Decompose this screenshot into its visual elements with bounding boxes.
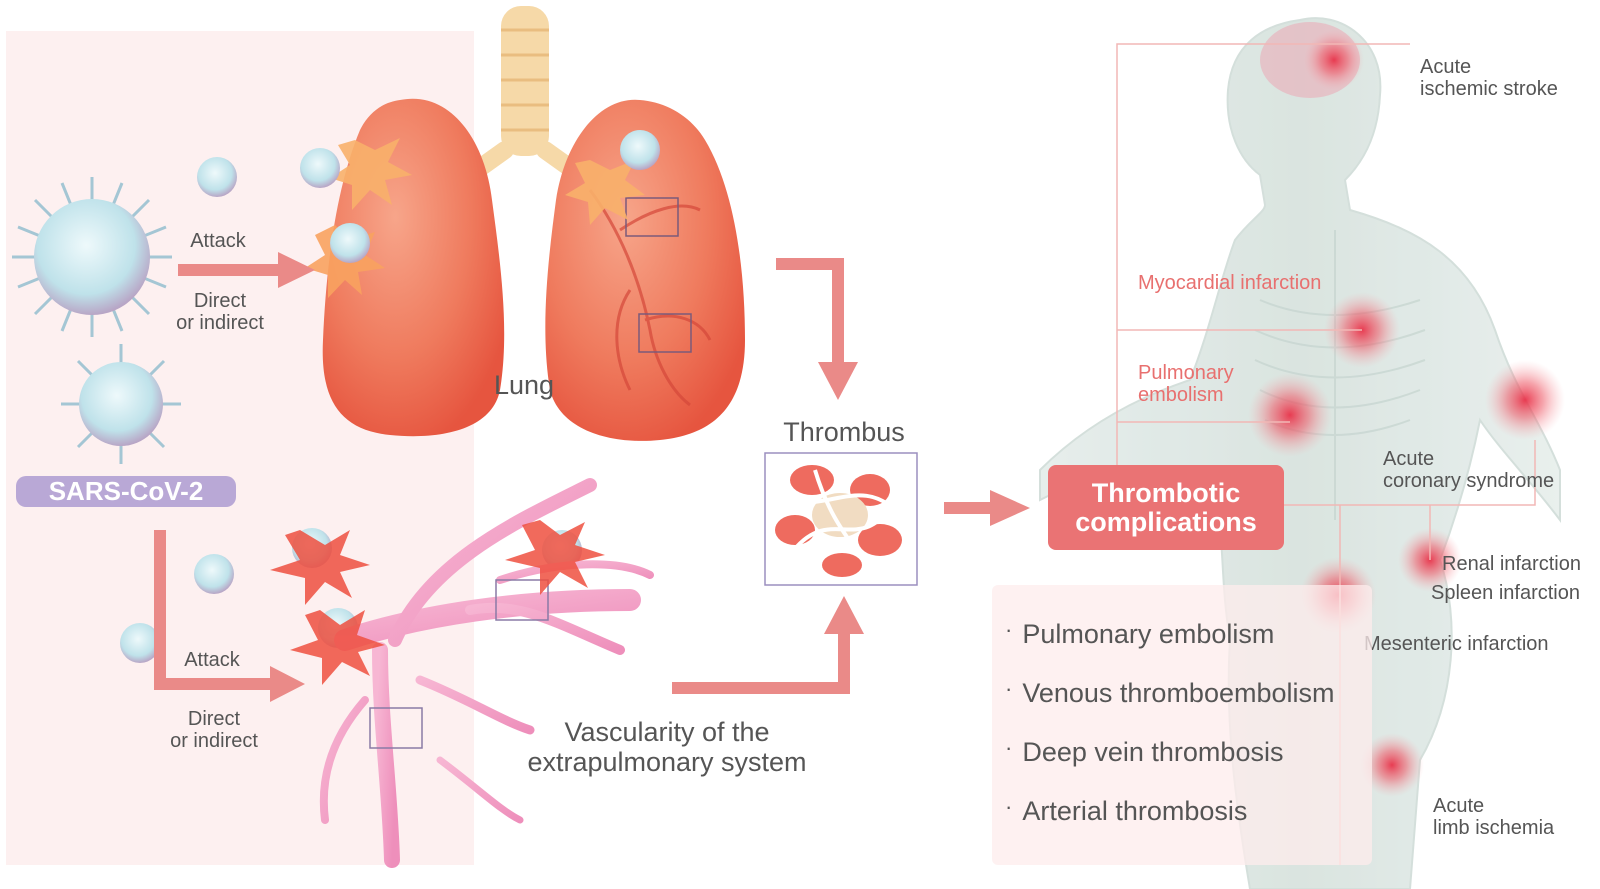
vessel-illustration	[319, 478, 654, 868]
label-myocardial-infarction: Myocardial infarction	[1138, 272, 1322, 294]
flow-arrows	[154, 252, 1030, 702]
attack-label-top: Attack	[190, 230, 246, 252]
list-item: ·Arterial thrombosis	[1005, 794, 1248, 826]
label-renal-infarction: Renal infarction	[1442, 553, 1581, 575]
thrombotic-complications-text: Thrombotic complications	[1075, 477, 1257, 537]
label-spleen-infarction: Spleen infarction	[1431, 582, 1580, 604]
label-acute-coronary-syndrome: Acute coronary syndrome	[1383, 448, 1555, 492]
direct-indirect-label-bottom: Direct or indirect	[170, 708, 258, 752]
label-acute-ischemic-stroke: Acute ischemic stroke	[1420, 56, 1558, 100]
thrombus-label: Thrombus	[783, 417, 905, 447]
label-mesenteric-infarction: Mesenteric infarction	[1364, 633, 1549, 655]
list-item: ·Venous thromboembolism	[1005, 676, 1335, 708]
lung-label: Lung	[494, 370, 555, 400]
virus-tag: SARS-CoV-2	[16, 476, 236, 507]
direct-indirect-label-top: Direct or indirect	[176, 290, 264, 334]
thrombotic-complications-box: Thrombotic complications	[1048, 465, 1284, 550]
complications-list-panel	[992, 585, 1372, 865]
attack-label-bottom: Attack	[184, 649, 240, 671]
list-item: ·Deep vein thrombosis	[1005, 735, 1284, 767]
list-item: ·Pulmonary embolism	[1005, 617, 1275, 649]
label-acute-limb-ischemia: Acute limb ischemia	[1433, 795, 1555, 839]
vascular-label: Vascularity of the extrapulmonary system	[527, 717, 807, 777]
label-pulmonary-embolism: Pulmonary embolism	[1138, 362, 1234, 406]
vessel-burst	[270, 520, 605, 685]
thrombus-clot	[775, 465, 902, 577]
